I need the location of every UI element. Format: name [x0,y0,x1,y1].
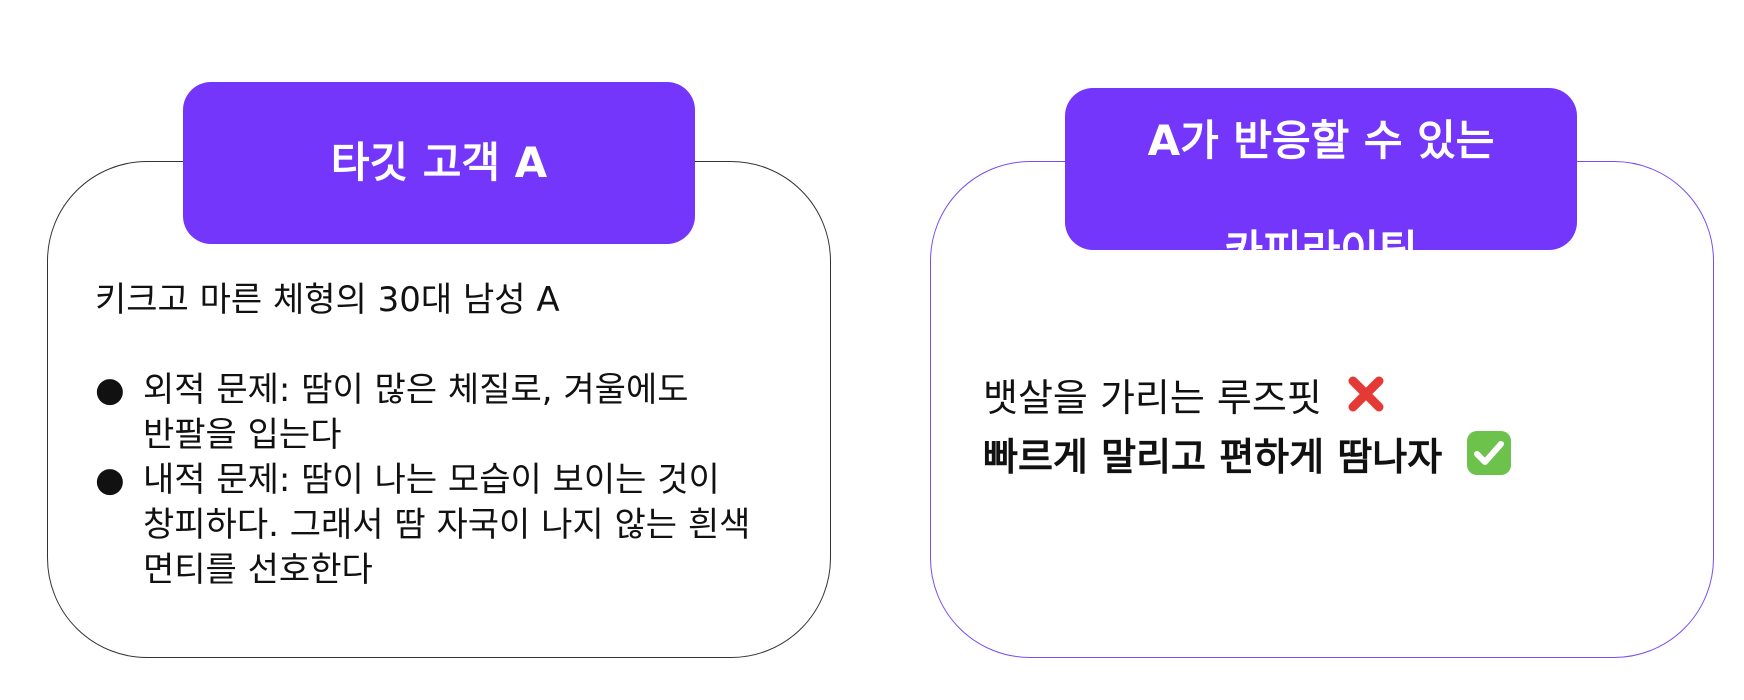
bullet-icon: ● [95,460,125,500]
cross-mark-icon [1344,372,1388,429]
recommended-copy-text: 빠르게 말리고 편하게 땀나자 [983,435,1443,479]
target-customer-title: 타깃 고객 A [330,137,548,187]
external-problem-item: ● 외적 문제: 땀이 많은 체질로, 겨울에도 반팔을 입는다 [95,368,805,458]
copywriting-title-line-1: A가 반응할 수 있는 [1147,116,1495,166]
external-problem-line-2: 반팔을 입는다 [143,415,342,455]
internal-problem-line-3: 면티를 선호한다 [143,550,373,590]
bullet-icon: ● [95,370,125,410]
recommended-copy-line: 빠르게 말리고 편하게 땀나자 [983,429,1683,490]
target-customer-header: 타깃 고객 A [183,82,695,244]
internal-problem-line-1: 내적 문제: 땀이 나는 모습이 보이는 것이 [143,460,720,500]
external-problem-line-1: 외적 문제: 땀이 많은 체질로, 겨울에도 [143,370,689,410]
rejected-copy-text: 뱃살을 가리는 루즈핏 [983,376,1322,420]
copywriting-header: A가 반응할 수 있는 카피라이팅 [1065,88,1577,275]
customer-intro: 키크고 마른 체형의 30대 남성 A [95,280,560,320]
customer-problem-list: ● 외적 문제: 땀이 많은 체질로, 겨울에도 반팔을 입는다 ● 내적 문제… [95,368,805,593]
copywriting-body: 뱃살을 가리는 루즈핏 빠르게 말리고 편하게 땀나자 [983,372,1683,490]
internal-problem-item: ● 내적 문제: 땀이 나는 모습이 보이는 것이 창피하다. 그래서 땀 자국… [95,458,805,593]
copywriting-title: A가 반응할 수 있는 카피라이팅 [1148,60,1495,278]
copywriting-title-line-2: 카피라이팅 [1224,225,1418,275]
rejected-copy-line: 뱃살을 가리는 루즈핏 [983,372,1683,429]
target-customer-body: 키크고 마른 체형의 30대 남성 A ● 외적 문제: 땀이 많은 체질로, … [95,278,805,593]
internal-problem-line-2: 창피하다. 그래서 땀 자국이 나지 않는 흰색 [143,505,751,545]
check-mark-icon [1465,429,1513,490]
